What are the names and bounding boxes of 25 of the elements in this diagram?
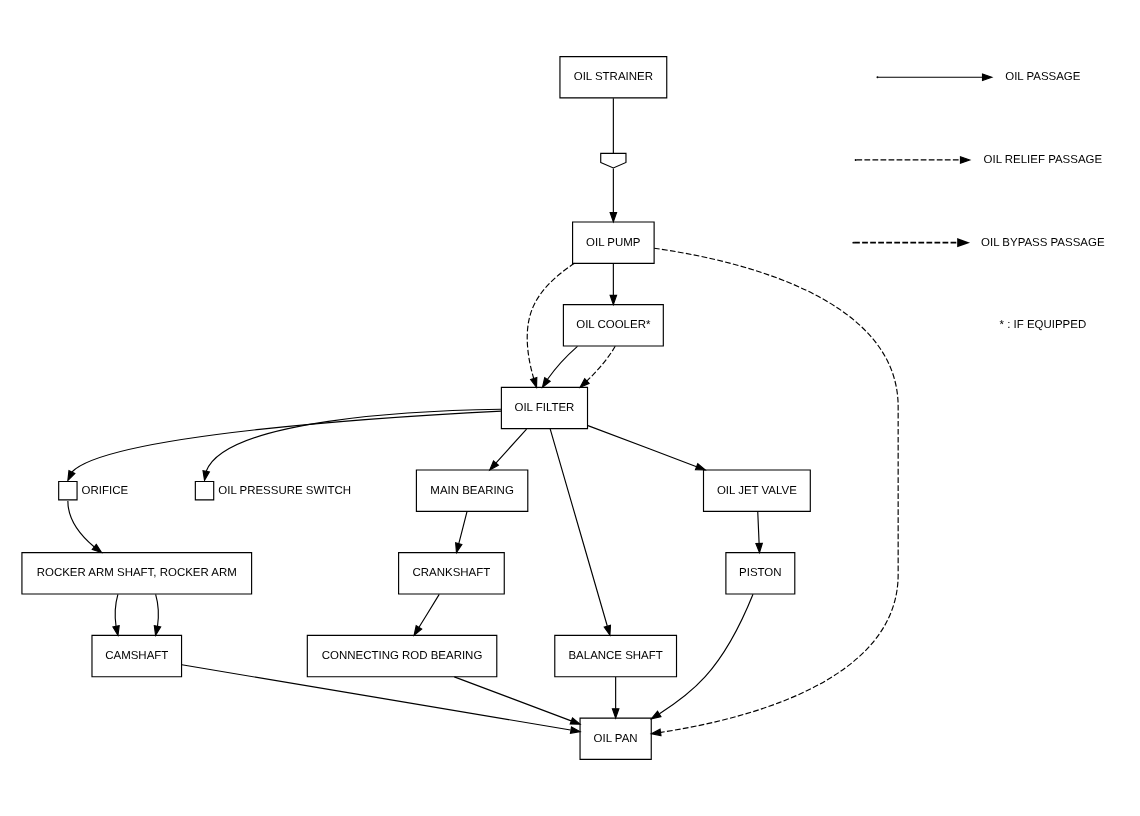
arrow [455,511,468,555]
arrow [649,593,754,720]
connector [612,97,614,154]
node-box [194,480,215,501]
arrow [649,247,899,737]
node-bowl [600,152,627,169]
arrow [609,263,618,307]
arrow [549,428,612,637]
arrow [413,593,440,637]
arrow [202,408,502,483]
arrow [578,345,616,389]
arrow [609,167,618,224]
arrow [112,593,120,637]
arrow [587,425,707,471]
node-box [58,480,78,501]
arrow [153,593,162,637]
arrow [67,500,103,554]
arrow [541,345,579,389]
arrow [755,511,764,555]
arrow [526,262,576,389]
arrow [67,410,502,482]
arrow [611,676,620,720]
arrow [181,664,582,734]
arrow [453,676,582,725]
arrow [488,428,528,472]
